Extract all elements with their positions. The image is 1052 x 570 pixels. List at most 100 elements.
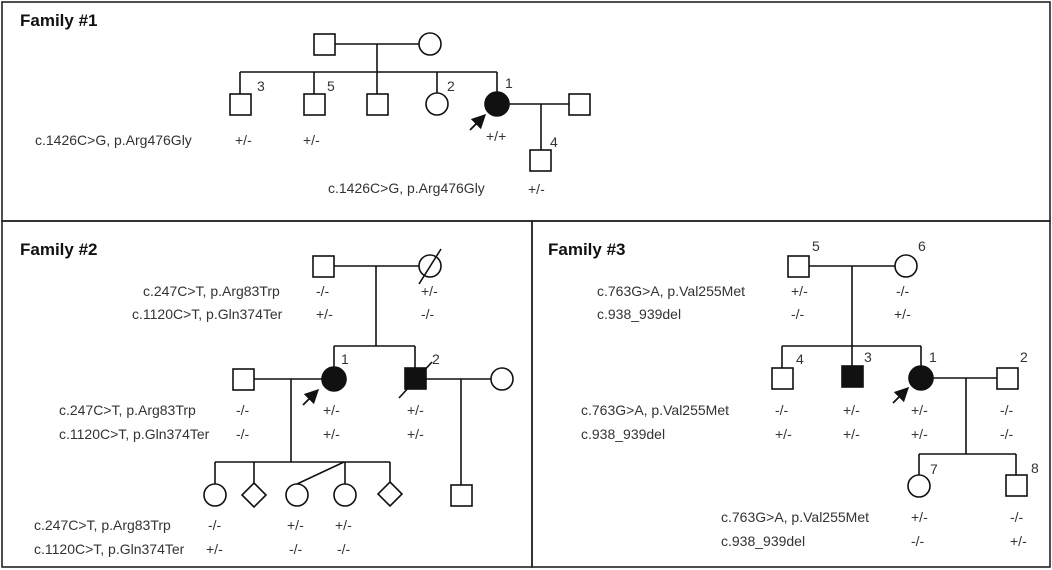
family1-panel: [1, 1, 1051, 222]
family1: Family #1 3 5 2 1 4 c.1426C>G, p.Arg476G…: [20, 11, 591, 197]
family2-num-2: 2: [432, 351, 440, 367]
family1-num-2: 2: [447, 78, 455, 94]
family3-num-5: 5: [812, 238, 820, 254]
family3-num-1: 1: [929, 349, 937, 365]
family2-mother-geno-a: +/-: [421, 283, 438, 299]
family3-sib4-geno-b: +/-: [775, 426, 792, 442]
family1-num-1: 1: [505, 75, 513, 91]
family2-gen1-mut-b: c.1120C>T, p.Gln374Ter: [132, 306, 283, 322]
family2-father: [312, 255, 335, 278]
family3-mother-geno-b: +/-: [894, 306, 911, 322]
family1-child-4: [529, 149, 552, 172]
family2-child3-geno-a: +/-: [287, 517, 304, 533]
family3-father-geno-a: +/-: [791, 283, 808, 299]
family3-gen3-mut-b: c.938_939del: [721, 533, 805, 549]
family2-mother-deceased-mark: [418, 248, 442, 285]
family2-gen2-mut-a: c.247C>T, p.Arg83Trp: [59, 402, 196, 418]
family1-geno-s3: +/-: [235, 132, 252, 148]
family2-proband-geno-b: +/-: [323, 426, 340, 442]
family1-sibling-5: [303, 93, 326, 116]
family2-child-3: [285, 483, 309, 507]
family2-gen3-mut-b: c.1120C>T, p.Gln374Ter: [34, 541, 185, 557]
family3-mother-geno-a: -/-: [896, 283, 910, 299]
family1-spouse: [568, 93, 591, 116]
family2-father-geno-a: -/-: [316, 283, 330, 299]
family3-child8-geno-a: -/-: [1010, 509, 1024, 525]
family3-child8-geno-b: +/-: [1010, 533, 1027, 549]
family2-spouse-geno-b: -/-: [236, 426, 250, 442]
family3-child-8: [1005, 474, 1028, 497]
family2-child4-geno-a: +/-: [335, 517, 352, 533]
family3-mother: [894, 254, 918, 278]
family2-mother-geno-b: -/-: [421, 306, 435, 322]
family1-proband-arrow: [469, 113, 487, 131]
family2-child4-geno-b: -/-: [337, 541, 351, 557]
family2-father-geno-b: +/-: [316, 306, 333, 322]
family3-spouse: [996, 367, 1019, 390]
family3-sib3-geno-b: +/-: [843, 426, 860, 442]
family2-num-1: 1: [341, 351, 349, 367]
family2-brother-geno-a: +/-: [407, 402, 424, 418]
family2-child-2: [240, 481, 268, 509]
family2-title: Family #2: [20, 240, 98, 259]
family3-num-2: 2: [1020, 349, 1028, 365]
family1-mutation-label-child: c.1426C>G, p.Arg476Gly: [328, 180, 485, 196]
family2: Family #2 1 2: [20, 240, 514, 557]
family3-sib3-geno-a: +/-: [843, 402, 860, 418]
family1-num-4: 4: [550, 134, 558, 150]
family3-proband-geno-b: +/-: [911, 426, 928, 442]
family3: Family #3 5 6 4 3 1 2 7 8 c.763G>A: [548, 238, 1039, 549]
family2-proband-geno-a: +/-: [323, 402, 340, 418]
family1-title: Family #1: [20, 11, 98, 30]
family1-sibling-brother: [366, 93, 389, 116]
family3-num-7: 7: [930, 461, 938, 477]
family1-geno-s5: +/-: [303, 132, 320, 148]
family2-child1-geno-b: +/-: [206, 541, 223, 557]
family1-grandfather: [313, 33, 336, 56]
family3-gen2-mut-a: c.763G>A, p.Val255Met: [581, 402, 729, 418]
family1-grandmother: [418, 32, 442, 56]
family2-child1-geno-a: -/-: [208, 517, 222, 533]
family3-child7-geno-b: -/-: [911, 533, 925, 549]
family2-gen1-mut-a: c.247C>T, p.Arg83Trp: [143, 283, 280, 299]
family3-gen2-mut-b: c.938_939del: [581, 426, 665, 442]
family2-brother-geno-b: +/-: [407, 426, 424, 442]
family1-proband: [484, 91, 510, 117]
family3-child-7: [907, 474, 931, 498]
family2-child-4: [333, 483, 357, 507]
family3-proband-arrow: [892, 386, 910, 404]
family3-spouse-geno-a: -/-: [1000, 402, 1014, 418]
family1-num-5: 5: [327, 78, 335, 94]
family3-sib4-geno-a: -/-: [775, 402, 789, 418]
family2-brother-deceased-mark: [398, 361, 433, 399]
family2-child-1: [203, 483, 227, 507]
family3-num-8: 8: [1031, 460, 1039, 476]
family3-gen3-mut-a: c.763G>A, p.Val255Met: [721, 509, 869, 525]
family2-proband: [321, 366, 347, 392]
family3-child7-geno-a: +/-: [911, 509, 928, 525]
family2-gen2-mut-b: c.1120C>T, p.Gln374Ter: [59, 426, 210, 442]
family3-spouse-geno-b: -/-: [1000, 426, 1014, 442]
family1-sibling-3: [229, 93, 252, 116]
family1-geno-child: +/-: [528, 181, 545, 197]
family3-num-6: 6: [918, 238, 926, 254]
family3-father: [787, 255, 810, 278]
family3-gen1-mut-b: c.938_939del: [597, 306, 681, 322]
family3-gen1-mut-a: c.763G>A, p.Val255Met: [597, 283, 745, 299]
family1-sibling-2: [425, 92, 449, 116]
family2-child3-geno-b: -/-: [289, 541, 303, 557]
family2-child-5: [376, 480, 404, 508]
family3-title: Family #3: [548, 240, 626, 259]
family3-sibling-4: [771, 367, 794, 390]
family3-num-4: 4: [796, 351, 804, 367]
family3-proband: [908, 365, 934, 391]
family2-gen3-mut-a: c.247C>T, p.Arg83Trp: [34, 517, 171, 533]
family3-father-geno-b: -/-: [791, 306, 805, 322]
family2-brother-spouse: [490, 367, 514, 391]
family3-panel: [531, 220, 1051, 568]
family1-num-3: 3: [257, 78, 265, 94]
family1-mutation-label: c.1426C>G, p.Arg476Gly: [35, 132, 192, 148]
family2-spouse: [232, 368, 255, 391]
family3-proband-geno-a: +/-: [911, 402, 928, 418]
family2-spouse-geno-a: -/-: [236, 402, 250, 418]
